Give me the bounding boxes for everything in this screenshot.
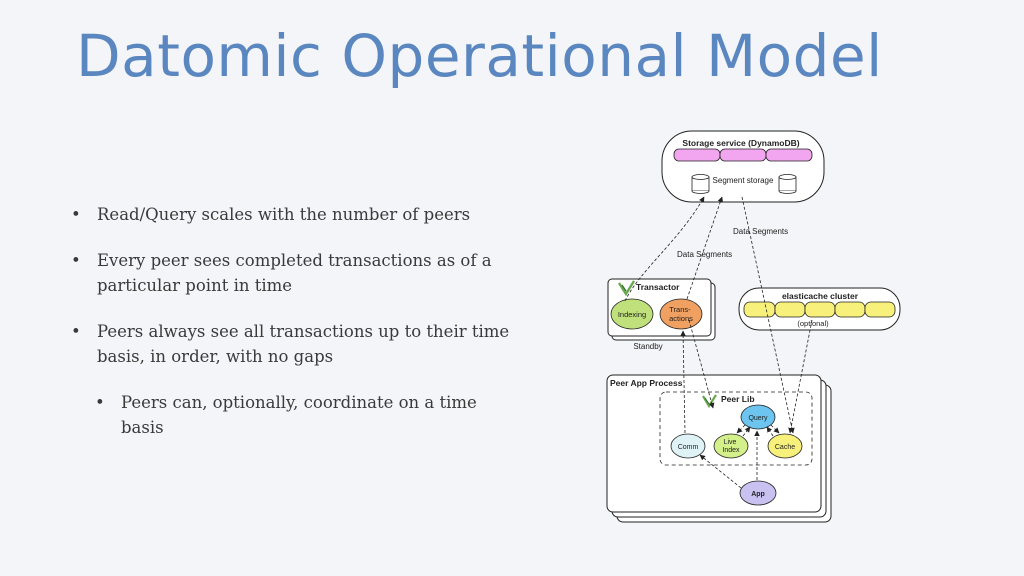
transactions-label-line: actions	[669, 314, 693, 323]
edge-label-data-segments: Data Segments	[677, 250, 732, 259]
live-index-node	[713, 433, 749, 459]
app-label: App	[751, 491, 765, 498]
live-index-label-line: Index	[722, 447, 740, 454]
transactions-label-line: Trans-	[669, 305, 691, 314]
cache-cluster-node	[864, 301, 896, 318]
cache-cluster-optional: (optional)	[797, 319, 829, 328]
edge-label-data-segments: Data Segments	[733, 227, 788, 236]
bullet-item: Every peer sees completed transactions a…	[70, 248, 510, 298]
transactor: Transactor Indexing Trans- actions Stand…	[607, 278, 716, 351]
edge-transactions-to-live-index	[688, 319, 715, 409]
peer-app-process: Peer App Process Peer Lib Query Comm Liv…	[606, 374, 832, 523]
peer-lib-title: Peer Lib	[721, 394, 755, 404]
cache-node	[767, 433, 803, 459]
storage-segments	[673, 148, 813, 162]
indexing-node	[610, 298, 654, 330]
cache-cluster-title: elasticache cluster	[782, 291, 859, 301]
standby-label: Standby	[633, 342, 662, 351]
edge-live-index-to-query	[742, 426, 751, 437]
edge-indexing-to-storage	[624, 196, 705, 302]
cache-label: Cache	[775, 444, 795, 451]
indexing-label: Indexing	[618, 310, 646, 319]
live-index-label-line: Live	[724, 439, 737, 446]
cache-cluster-node	[834, 301, 866, 318]
edge-app-to-comm	[699, 454, 742, 489]
edge-query-to-cache	[770, 424, 780, 434]
edge-query-to-live-index	[736, 424, 746, 434]
app-node	[739, 480, 777, 506]
edge-storage-to-peer-data	[686, 196, 724, 300]
segment-storage-label: Segment storage	[713, 176, 774, 185]
storage-segment	[673, 148, 721, 162]
transactions-node	[659, 298, 703, 330]
edge-comm-to-transactions	[680, 330, 686, 434]
elasticache-cluster: elasticache cluster (optional)	[738, 287, 901, 331]
peer-process-title: Peer App Process	[610, 378, 683, 388]
edge-cluster-to-cache	[788, 319, 813, 434]
diagram-edges	[624, 196, 813, 489]
storage-service: Storage service (DynamoDB) Segment stora…	[661, 130, 825, 203]
database-icon	[691, 174, 710, 194]
bullet-list: Read/Query scales with the number of pee…	[70, 202, 510, 461]
database-icon	[778, 174, 797, 194]
live-index-label: Live Index	[722, 439, 740, 454]
storage-title: Storage service (DynamoDB)	[682, 138, 799, 148]
peer-lib-box	[659, 391, 813, 466]
cache-cluster-node	[743, 301, 776, 318]
cache-cluster-nodes	[743, 301, 896, 318]
edge-cache-to-query	[766, 426, 774, 437]
bullet-item: Read/Query scales with the number of pee…	[70, 202, 510, 227]
sub-bullet-item: Peers can, optionally, coordinate on a t…	[94, 390, 510, 440]
storage-segment	[719, 148, 767, 162]
query-label: Query	[748, 415, 768, 422]
query-node	[740, 404, 776, 430]
bullet-item: Peers always see all transactions up to …	[70, 319, 510, 369]
transactions-label: Trans- actions	[669, 305, 693, 323]
slide-title: Datomic Operational Model	[76, 22, 883, 90]
datomic-logo-icon	[617, 280, 636, 297]
storage-segment	[765, 148, 813, 162]
comm-node	[670, 433, 706, 459]
comm-label: Comm	[678, 444, 699, 451]
edge-storage-to-cache	[741, 196, 795, 434]
transactor-title: Transactor	[636, 282, 680, 292]
cache-cluster-node	[774, 301, 806, 318]
cache-cluster-node	[804, 301, 836, 318]
